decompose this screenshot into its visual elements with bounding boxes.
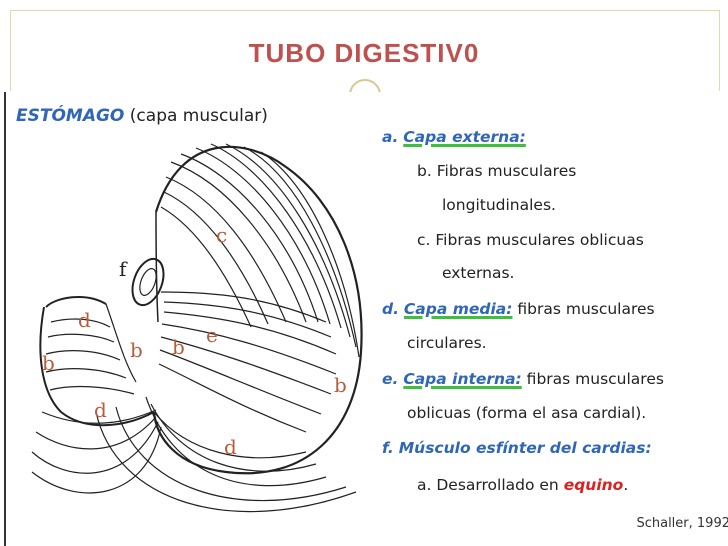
text-equino: equino (563, 476, 624, 494)
label-b-right: b (334, 373, 347, 397)
text-c-line1: Fibras musculares oblicuas (435, 231, 644, 249)
letter-d: d. (382, 300, 399, 318)
text-fa-end: . (623, 476, 629, 494)
label-b-center: b (172, 335, 185, 359)
list-item-b: b. Fibras musculares (417, 160, 576, 182)
figure-heading: ESTÓMAGO (capa muscular) (16, 106, 268, 126)
label-c: c (216, 223, 227, 247)
text-e-rest: fibras musculares (521, 370, 664, 388)
list-item-e: e. Capa interna: fibras musculares (382, 368, 664, 390)
slide-title: TUBO DIGESTIV0 (248, 38, 480, 68)
text-b-line1: Fibras musculares (436, 162, 577, 180)
label-e: e (206, 323, 218, 347)
text-c-line2: externas. (442, 264, 515, 282)
label-d-lower: d (224, 435, 237, 459)
text-capa-externa: Capa externa: (403, 128, 526, 146)
list-item-c: c. Fibras musculares oblicuas (417, 229, 644, 251)
label-d-upper: d (78, 308, 91, 332)
text-fa: Desarrollado en (436, 476, 564, 494)
letter-c: c. (417, 231, 431, 249)
heading-subtitle: (capa muscular) (129, 106, 268, 126)
letter-b: b. (417, 162, 432, 180)
list-item-f: f. Músculo esfínter del cardias: (382, 437, 652, 459)
letter-fa: a. (417, 476, 432, 494)
content-image: c f d b b b e b d d ESTÓMAGO (capa muscu… (4, 92, 728, 546)
letter-f: f. (382, 439, 394, 457)
label-d-lower-left: d (94, 398, 107, 422)
text-musculo-esfinter: Músculo esfínter del cardias: (398, 439, 652, 457)
text-capa-media: Capa media: (403, 300, 513, 318)
label-b-left: b (42, 351, 55, 375)
label-f: f (119, 257, 128, 281)
stomach-illustration: c f d b b b e b d d (31, 143, 363, 513)
list-item-d: d. Capa media: fibras musculares (382, 298, 655, 320)
image-credit: Schaller, 1992 (636, 516, 728, 531)
list-item-a: a. Capa externa: (382, 126, 526, 148)
text-e-line2: oblicuas (forma el asa cardial). (407, 404, 647, 422)
text-d-rest: fibras musculares (512, 300, 655, 318)
text-d-line2: circulares. (407, 334, 487, 352)
letter-e: e. (382, 370, 399, 388)
slide-frame (10, 10, 720, 91)
list-item-fa: a. Desarrollado en equino. (417, 474, 628, 496)
letter-a: a. (382, 128, 399, 146)
heading-estomago: ESTÓMAGO (16, 106, 125, 126)
text-capa-interna: Capa interna: (403, 370, 522, 388)
text-b-line2: longitudinales. (442, 196, 556, 214)
label-b-mid: b (130, 338, 143, 362)
